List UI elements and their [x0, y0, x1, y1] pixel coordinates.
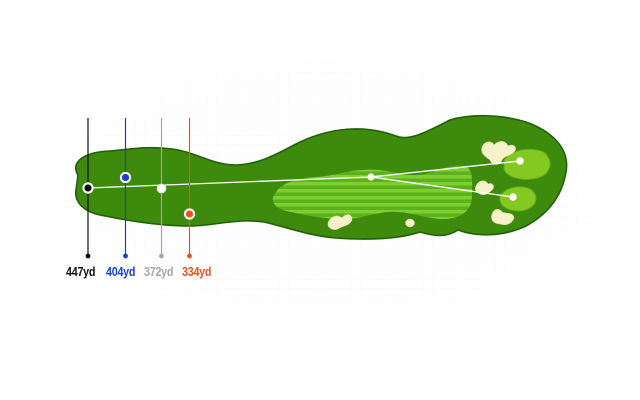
tee-marker-blue[interactable]: [119, 171, 132, 184]
green-lower: [499, 186, 537, 212]
leader-dot-blue: [123, 253, 128, 259]
yardage-white: 372yd: [144, 265, 174, 279]
bunker-fairway-small: [405, 218, 415, 228]
flag-pin-icon[interactable]: [516, 157, 524, 165]
flight-lines: [87, 160, 521, 198]
flight-line-tee-to-layup: [87, 176, 372, 189]
bunker-green-bottom: [491, 209, 515, 225]
flight-line-layup-to-pin-upper: [370, 160, 521, 178]
leader-dot-red: [187, 253, 192, 259]
yardage-black: 447yd: [66, 265, 96, 279]
tee-marker-black[interactable]: [82, 182, 94, 194]
bunker-green-top-left: [481, 141, 516, 165]
leader-dot-white: [159, 253, 164, 259]
bunker-fairway-left: [327, 214, 353, 230]
yardage-red: 334yd: [182, 265, 212, 279]
flight-line-layup-to-pin-lower: [370, 176, 514, 198]
yardage-blue: 404yd: [106, 265, 136, 279]
green-upper: [503, 148, 551, 181]
flag-pin-icon[interactable]: [509, 193, 517, 201]
tee-marker-white[interactable]: [156, 183, 167, 194]
layup-marker-icon[interactable]: [367, 173, 375, 181]
tee-marker-red[interactable]: [183, 208, 196, 220]
leader-dot-black: [85, 253, 91, 259]
